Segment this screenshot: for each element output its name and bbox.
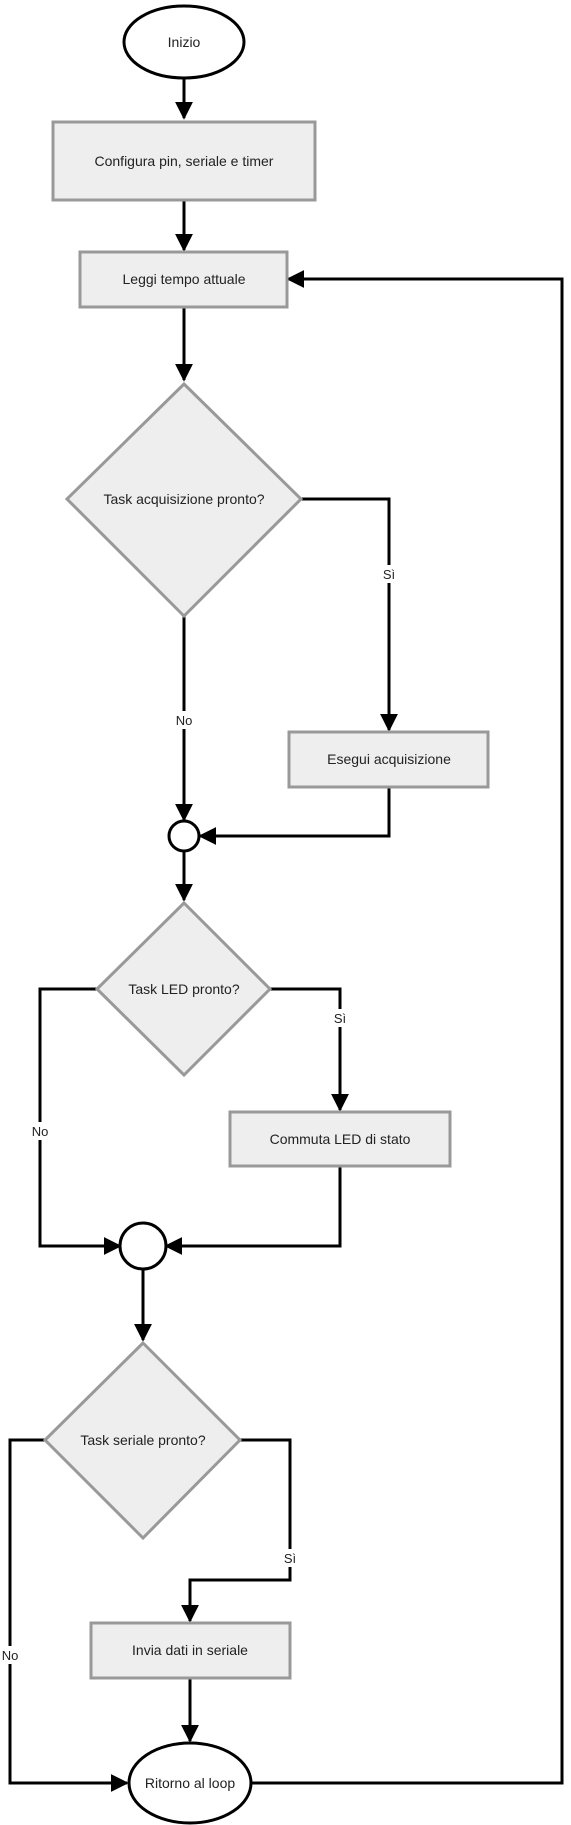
- merge-connector-acq: [167, 819, 201, 853]
- node-setup: Configura pin, seriale e timer: [51, 120, 317, 202]
- edge-label-led-no: No: [32, 1124, 49, 1139]
- edge-serial-no: [8, 1438, 129, 1792]
- node-led-action: Commuta LED di stato: [228, 1110, 452, 1168]
- node-read-time: Leggi tempo attuale: [78, 250, 289, 309]
- node-serial-action-label: Invia dati in seriale: [132, 1642, 248, 1658]
- node-led-decision-label: Task LED pronto?: [128, 981, 239, 997]
- node-loop-end: Ritorno al loop: [127, 1741, 253, 1825]
- node-read-time-label: Leggi tempo attuale: [123, 271, 246, 287]
- node-setup-label: Configura pin, seriale e timer: [95, 153, 274, 169]
- edge-label-led-yes: Sì: [334, 1011, 346, 1026]
- edge-label-serial-yes: Sì: [284, 1551, 296, 1566]
- node-acq-decision: Task acquisizione pronto?: [64, 381, 304, 619]
- node-start: Inizio: [122, 4, 246, 80]
- edge-label-acq-no: No: [176, 713, 193, 728]
- node-serial-decision: Task seriale pronto?: [42, 1340, 243, 1541]
- node-acq-decision-label: Task acquisizione pronto?: [103, 491, 264, 507]
- node-led-decision: Task LED pronto?: [94, 900, 273, 1078]
- node-loop-end-label: Ritorno al loop: [145, 1775, 235, 1791]
- node-start-label: Inizio: [168, 34, 201, 50]
- edge-led-no: [38, 987, 122, 1255]
- edge-led-action-to-merge: [164, 1166, 342, 1255]
- edge-loop-back: [252, 270, 564, 1785]
- node-acq-action: Esegui acquisizione: [287, 730, 490, 789]
- edge-acq-action-to-merge: [198, 787, 391, 845]
- merge-connector-led: [118, 1221, 168, 1271]
- edge-led-yes: [270, 987, 349, 1112]
- edge-serial-yes: [181, 1438, 292, 1623]
- edge-label-serial-no: No: [2, 1648, 19, 1663]
- edge-acq-yes: [301, 497, 398, 732]
- node-led-action-label: Commuta LED di stato: [270, 1131, 411, 1147]
- node-serial-action: Invia dati in seriale: [89, 1621, 292, 1680]
- edge-label-acq-yes: Sì: [383, 567, 395, 582]
- node-acq-action-label: Esegui acquisizione: [327, 751, 451, 767]
- node-serial-decision-label: Task seriale pronto?: [80, 1432, 206, 1448]
